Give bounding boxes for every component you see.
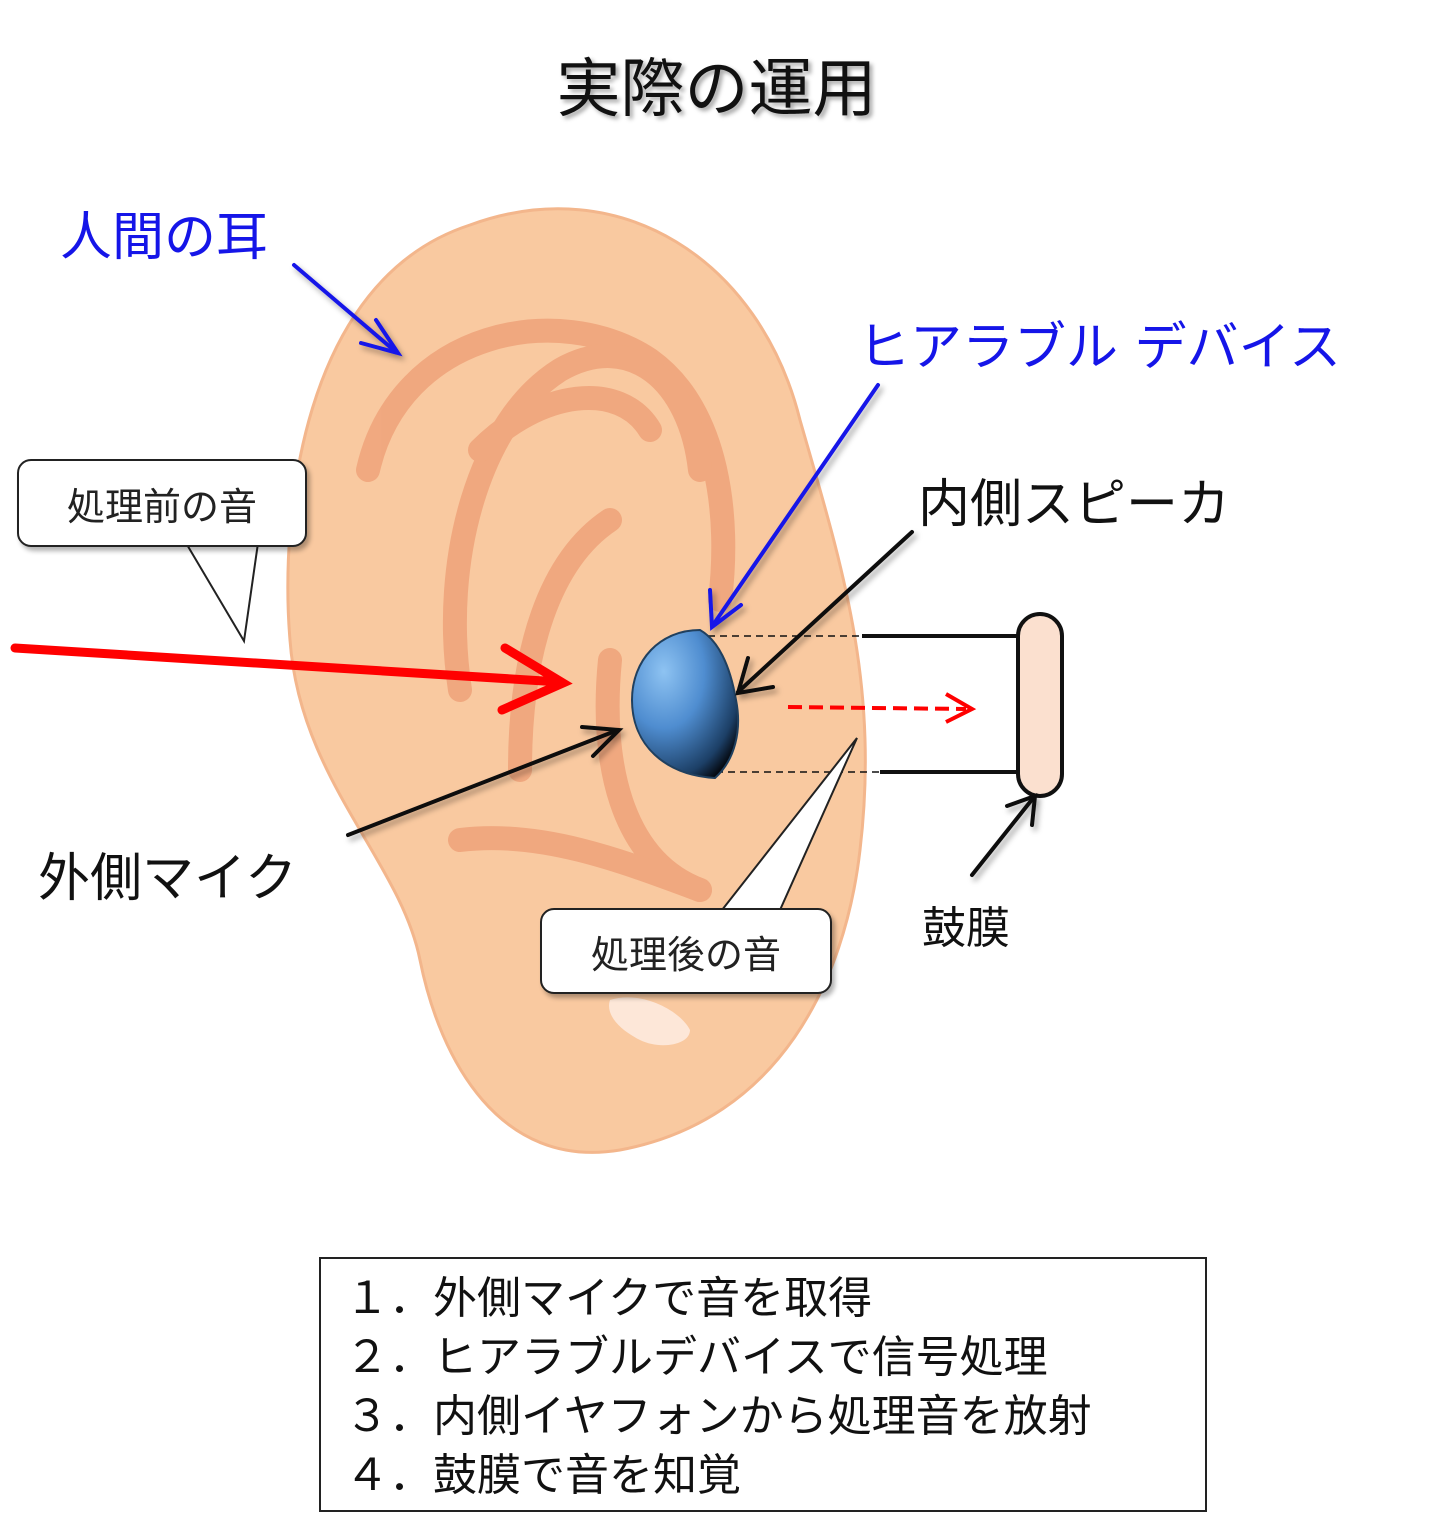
eardrum (1016, 612, 1064, 798)
page-title: 実際の運用 (556, 53, 877, 127)
hearable-device (630, 628, 740, 780)
inner-speaker-pointer (735, 530, 914, 696)
bubble-before: 処理前の音 (17, 459, 307, 547)
outer-mic-pointer (346, 725, 624, 837)
incoming-sound-arrow (10, 643, 573, 715)
label-outer-mic: 外側マイク (38, 849, 297, 909)
bubble-after-text: 処理後の音 (590, 932, 781, 977)
label-hearable-device: ヒアラブル デバイス (858, 318, 1341, 378)
label-human-ear: 人間の耳 (60, 208, 269, 268)
ear-lobe-highlight (609, 997, 690, 1046)
processed-sound-arrow (787, 692, 977, 724)
step-item: ３．内側イヤフォンから処理音を放射 (345, 1391, 1092, 1442)
label-eardrum: 鼓膜 (922, 903, 1010, 954)
bubble-before-tail (184, 542, 260, 644)
step-item: ２．ヒアラブルデバイスで信号処理 (345, 1332, 1048, 1383)
step-item: １．外側マイクで音を取得 (345, 1273, 873, 1324)
hearable-device-pointer (708, 383, 880, 631)
label-inner-speaker: 内側スピーカ (918, 475, 1231, 535)
bubble-before-text: 処理前の音 (66, 484, 257, 529)
eardrum-pointer (970, 793, 1038, 877)
bubble-after: 処理後の音 (540, 908, 832, 994)
steps-box: １．外側マイクで音を取得 ２．ヒアラブルデバイスで信号処理 ３．内側イヤフォンか… (319, 1257, 1207, 1512)
step-item: ４．鼓膜で音を知覚 (345, 1450, 741, 1501)
human-ear-pointer (292, 263, 403, 357)
ear-folds (356, 318, 736, 902)
